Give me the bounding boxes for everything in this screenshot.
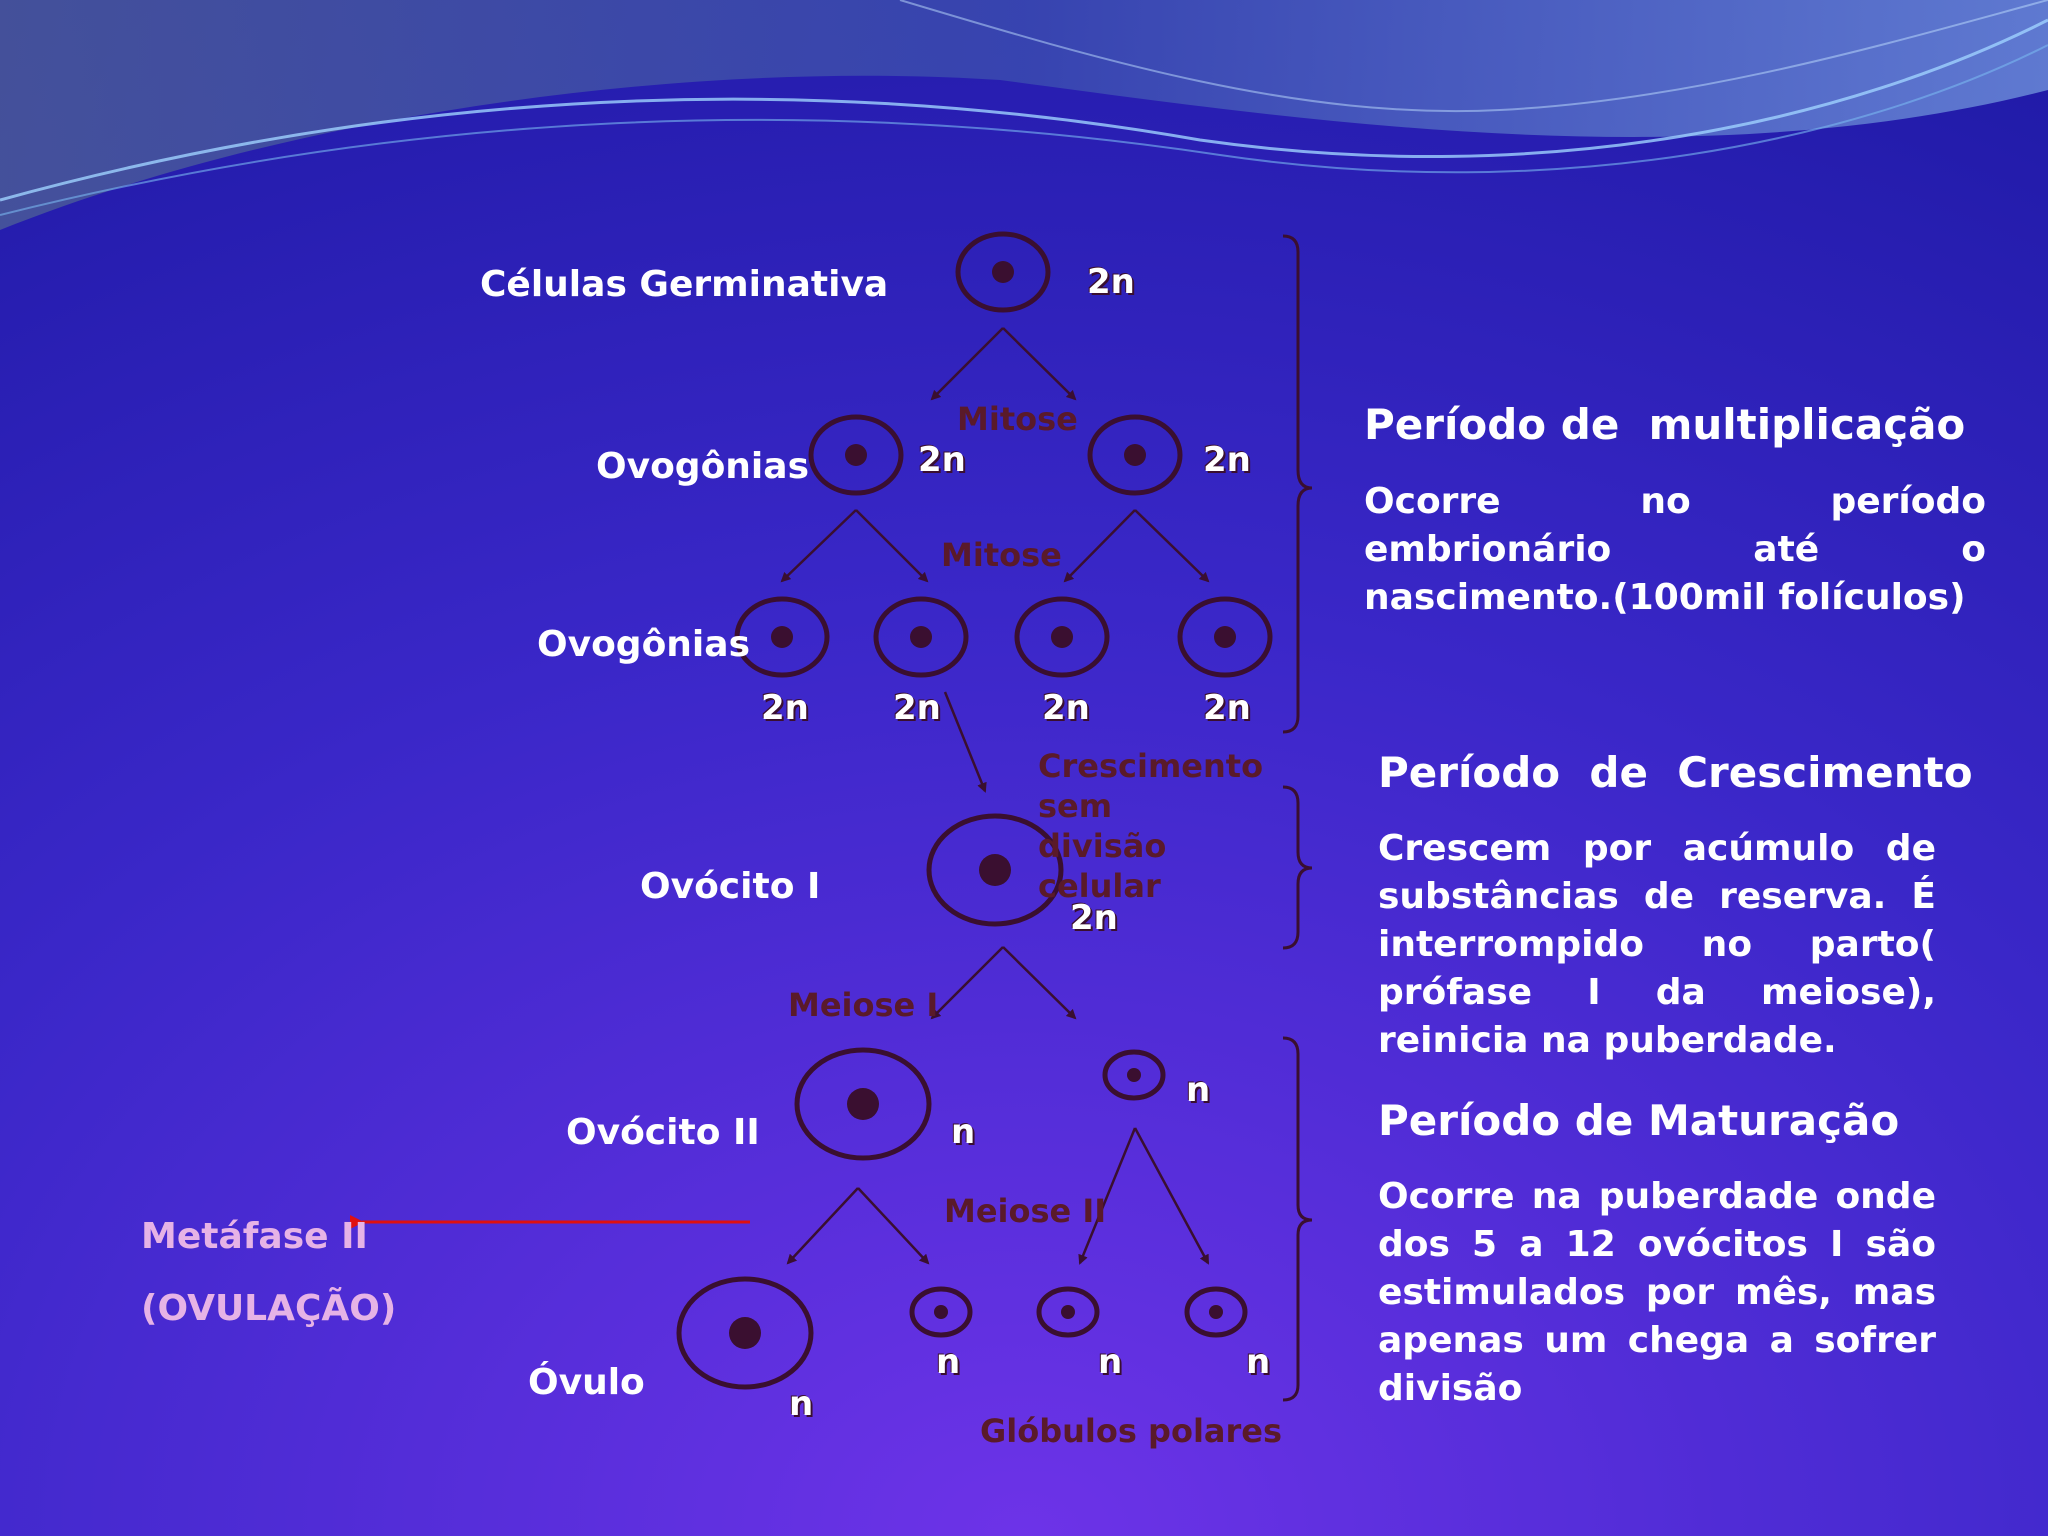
label-ovulacao: (OVULAÇÃO)	[141, 1288, 397, 1329]
process-crescimento: Crescimento sem divisão celular	[1038, 747, 1264, 905]
label-celulas-germinativa: Células Germinativa	[480, 264, 889, 305]
label-ovulo: Óvulo	[528, 1362, 645, 1403]
ploidy-label: 2n	[893, 688, 941, 728]
cell-polar-body-4	[1184, 1286, 1248, 1338]
label-metafase-ii: Metáfase II	[141, 1216, 368, 1257]
ploidy-label: 2n	[1087, 262, 1135, 302]
cell-germinativa	[955, 231, 1051, 313]
cell-polar-body-1	[1102, 1049, 1166, 1101]
cell-ovogonia-f	[1177, 596, 1273, 678]
ploidy-label: n	[936, 1342, 961, 1382]
cell-polar-body-3	[1036, 1286, 1100, 1338]
ploidy-label: 2n	[1203, 688, 1251, 728]
cell-ovogonia-e	[1014, 596, 1110, 678]
ploidy-label: 2n	[918, 440, 966, 480]
process-meiose-i: Meiose I	[788, 986, 939, 1024]
label-ovocito-ii: Ovócito II	[566, 1112, 760, 1153]
label-globulos-polares: Glóbulos polares	[980, 1412, 1283, 1450]
period-title-maturacao: Período de Maturação	[1378, 1096, 1900, 1145]
cell-ovogonia-a	[808, 414, 904, 496]
ploidy-label: 2n	[1203, 440, 1251, 480]
period-text-crescimento: Crescem por acúmulo de substâncias de re…	[1378, 828, 1936, 1061]
period-text-maturacao: Ocorre na puberdade onde dos 5 a 12 ovóc…	[1378, 1176, 1936, 1409]
ploidy-label: n	[1186, 1070, 1211, 1110]
brace-crescimento	[1282, 785, 1313, 950]
cell-ovogonia-c	[734, 596, 830, 678]
cell-ovogonia-b	[1087, 414, 1183, 496]
cell-ovocito-ii	[794, 1047, 932, 1161]
ploidy-label: 2n	[1070, 898, 1118, 938]
cell-ovocito-i	[926, 813, 1064, 927]
label-ovocito-i: Ovócito I	[640, 866, 821, 907]
ploidy-label: n	[951, 1112, 976, 1152]
cell-polar-body-2	[909, 1286, 973, 1338]
process-mitose-2: Mitose	[941, 536, 1062, 574]
process-meiose-ii: Meiose II	[944, 1192, 1107, 1230]
ploidy-label: 2n	[761, 688, 809, 728]
period-title-multiplicacao: Período de multiplicação	[1364, 400, 1966, 449]
period-text-multiplicacao: Ocorre no período embrionário até o nasc…	[1364, 481, 1986, 618]
label-ovogonias-2: Ovogônias	[537, 624, 750, 665]
label-ovogonias-1: Ovogônias	[596, 446, 809, 487]
ploidy-label: 2n	[1042, 688, 1090, 728]
process-mitose-1: Mitose	[957, 400, 1078, 438]
ploidy-label: n	[1098, 1342, 1123, 1382]
brace-maturacao	[1282, 1036, 1313, 1402]
period-title-crescimento: Período de Crescimento	[1378, 748, 1973, 797]
ploidy-label: n	[1246, 1342, 1271, 1382]
brace-multiplicacao	[1282, 234, 1313, 734]
cell-ovulo	[676, 1276, 814, 1390]
ploidy-label: n	[789, 1384, 814, 1424]
cell-ovogonia-d	[873, 596, 969, 678]
